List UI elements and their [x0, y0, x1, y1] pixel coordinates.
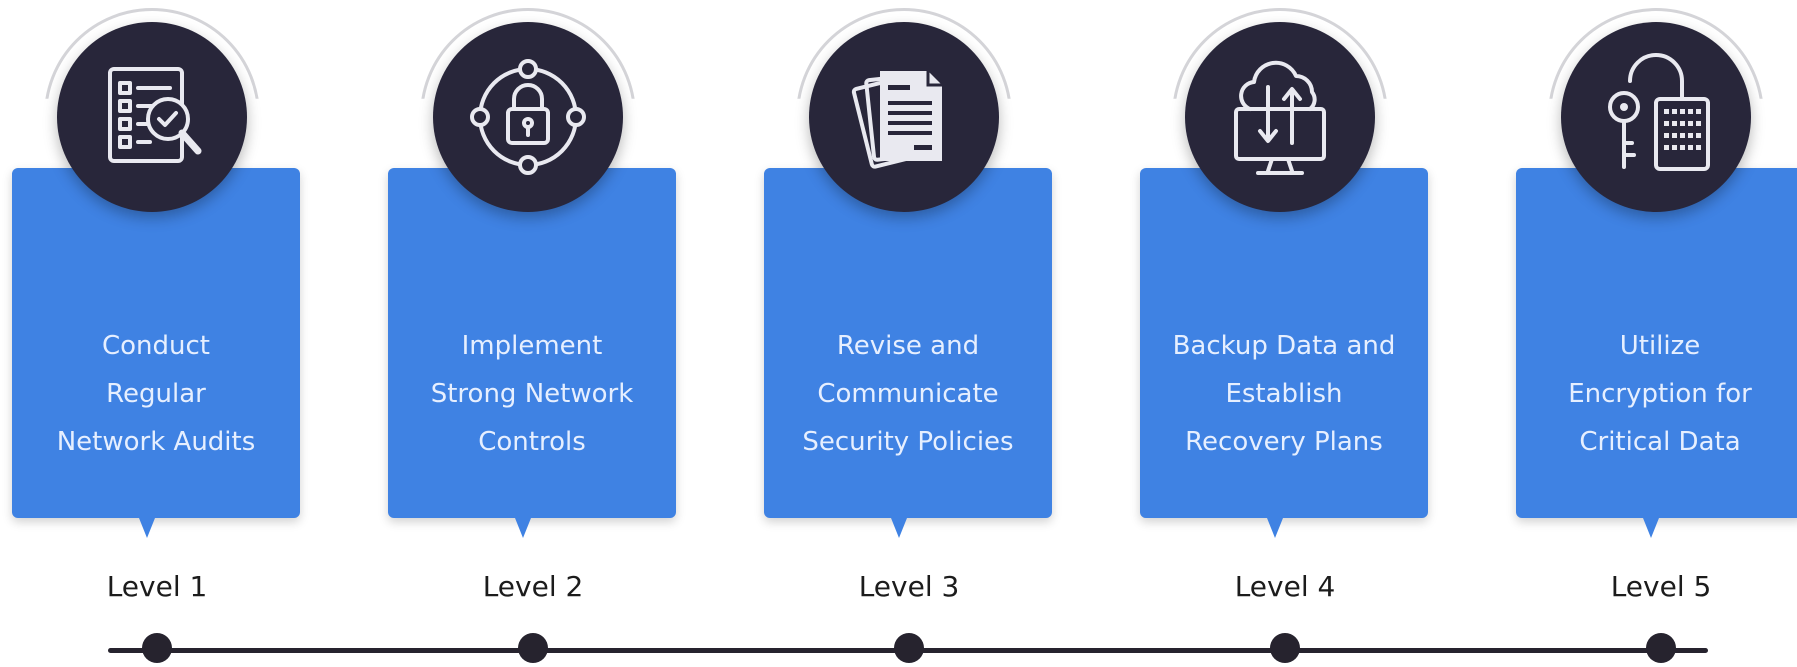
icon-badge: [809, 22, 999, 212]
card-pointer: [1643, 518, 1659, 538]
network-padlock-icon: [470, 59, 586, 175]
level-title-line: Security Policies: [802, 427, 1014, 457]
icon-badge: [433, 22, 623, 212]
level-label: Level 2: [482, 570, 584, 603]
level-title-line: Utilize: [1619, 331, 1701, 361]
level-label: Level 4: [1234, 570, 1336, 603]
level-card: [12, 168, 300, 518]
level-label: Level 3: [858, 570, 960, 603]
level-title-line: Conduct: [101, 331, 210, 361]
level-title-line: Critical Data: [1579, 427, 1741, 457]
level-label: Level 5: [1610, 570, 1712, 603]
level-title: Implement Strong Network Controls: [398, 322, 666, 466]
timeline-dot-level-3: [894, 633, 924, 663]
level-title-line: Regular: [106, 379, 206, 409]
card-pointer: [891, 518, 907, 538]
level-1: Conduct Regular Network Audits Level 1: [12, 0, 302, 667]
icon-badge: [1185, 22, 1375, 212]
level-card: [1516, 168, 1797, 518]
level-title-line: Communicate: [817, 379, 999, 409]
audit-checklist-magnifier-icon: [108, 67, 202, 163]
level-title-line: Encryption for: [1568, 379, 1752, 409]
level-title-line: Revise and: [836, 331, 980, 361]
level-3: Revise and Communicate Security Policies…: [764, 0, 1054, 667]
policy-documents-icon: [851, 71, 942, 169]
level-title-line: Recovery Plans: [1185, 427, 1383, 457]
level-5: Utilize Encryption for Critical Data Lev…: [1516, 0, 1797, 667]
cloud-backup-monitor-icon: [1234, 60, 1326, 175]
timeline-dot-level-5: [1646, 633, 1676, 663]
timeline-dot-level-4: [1270, 633, 1300, 663]
timeline-dot-level-2: [518, 633, 548, 663]
level-title-line: Establish: [1225, 379, 1343, 409]
level-card: [388, 168, 676, 518]
level-card: [764, 168, 1052, 518]
icon-badge: [57, 22, 247, 212]
level-2: Implement Strong Network Controls Level …: [388, 0, 678, 667]
level-title: Conduct Regular Network Audits: [22, 322, 290, 466]
level-card: [1140, 168, 1428, 518]
key-encrypted-data-icon: [1608, 53, 1710, 171]
level-title-line: Implement: [461, 331, 603, 361]
level-title-line: Network Audits: [56, 427, 256, 457]
icon-badge: [1561, 22, 1751, 212]
level-title-line: Controls: [478, 427, 586, 457]
card-pointer: [1267, 518, 1283, 538]
card-pointer: [139, 518, 155, 538]
level-title: Backup Data and Establish Recovery Plans: [1150, 322, 1418, 466]
level-4: Backup Data and Establish Recovery Plans…: [1140, 0, 1430, 667]
level-title-line: Strong Network: [430, 379, 634, 409]
level-title-line: Backup Data and: [1172, 331, 1396, 361]
level-title: Revise and Communicate Security Policies: [774, 322, 1042, 466]
level-label: Level 1: [106, 570, 208, 603]
level-title: Utilize Encryption for Critical Data: [1526, 322, 1794, 466]
card-pointer: [515, 518, 531, 538]
timeline-dot-level-1: [142, 633, 172, 663]
